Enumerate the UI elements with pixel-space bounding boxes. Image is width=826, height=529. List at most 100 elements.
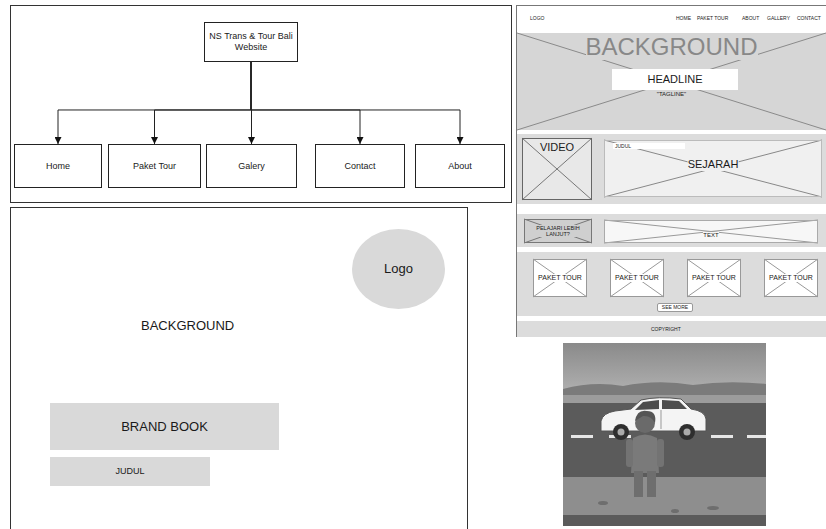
person-hair [635, 411, 655, 423]
page-box: Home [14, 144, 102, 188]
section-band [517, 252, 826, 316]
nav-item: PAKET TOUR [697, 15, 728, 21]
rock [671, 509, 679, 513]
car-window [635, 400, 659, 410]
person-leg [647, 471, 656, 497]
sitemap-connector [155, 62, 252, 144]
cta-fill [524, 219, 592, 243]
node-text: About [448, 161, 472, 172]
nav-item: HOME [676, 15, 691, 21]
video-fill [522, 138, 592, 200]
placeholder-cross [610, 259, 664, 297]
node-text: Home [46, 161, 70, 172]
tour-card: PAKET TOUR [764, 259, 818, 297]
placeholder-cross [764, 259, 818, 297]
car-window [662, 400, 687, 409]
node-text: Paket Tour [133, 161, 176, 172]
text-box: TEXT [604, 220, 818, 243]
node-text: TEXT [703, 232, 718, 239]
sitemap-frame [11, 6, 512, 203]
car-hub [618, 429, 625, 436]
node-text: BACKGROUND [585, 34, 757, 60]
car-illustration [563, 343, 766, 526]
nav-item: GALLERY [767, 15, 790, 21]
text-fill [604, 220, 818, 243]
footer-band [517, 321, 826, 337]
node-text: HEADLINE [647, 73, 702, 86]
sitemap-connector [58, 62, 251, 144]
car-hub [684, 429, 691, 436]
card-fill [764, 259, 818, 297]
page-box: About [415, 144, 505, 188]
placeholder-cross [517, 33, 826, 130]
rock [707, 506, 719, 510]
card-fill [687, 259, 741, 297]
card-fill [533, 259, 587, 297]
logo-circle: Logo [352, 229, 445, 309]
node-text: NS Trans & Tour Bali Website [205, 31, 297, 53]
rock [598, 501, 608, 505]
car-door [661, 410, 662, 429]
bottom-strip [563, 515, 766, 526]
root-page-box: NS Trans & Tour Bali Website [204, 22, 298, 62]
car-wheel [613, 424, 629, 440]
brand-book-box: BRAND BOOK [50, 403, 279, 450]
placeholder-cross [604, 140, 822, 197]
person-body [631, 435, 659, 474]
node-text: VIDEO [540, 141, 574, 154]
website-frame [517, 6, 826, 337]
ground [563, 477, 766, 515]
tour-card: PAKET TOUR [610, 259, 664, 297]
placeholder-cross [522, 138, 592, 200]
see-more-button: SEE MORE [657, 303, 693, 312]
placeholder-cross [522, 138, 592, 200]
node-text: Contact [344, 161, 375, 172]
video-box: VIDEO [522, 138, 592, 200]
placeholder-cross [687, 259, 741, 297]
node-text: BACKGROUND [141, 318, 234, 334]
node-text: Logo [384, 261, 413, 277]
sitemap-connector [251, 62, 460, 144]
page-box: Paket Tour [108, 144, 201, 188]
headline-box: HEADLINE [612, 69, 738, 90]
placeholder-cross [604, 220, 818, 243]
node-text: PELAJARI LEBIH LANJUT? [532, 225, 584, 237]
placeholder-cross [524, 219, 592, 243]
page-box: Contact [315, 144, 405, 188]
nav-item: CONTACT [797, 15, 821, 21]
node-text: PAKET TOUR [538, 274, 582, 282]
brand-book-page: BACKGROUND LogoBRAND BOOK JUDUL [10, 207, 468, 529]
lane-dash [711, 435, 733, 438]
sitemap-connector [251, 62, 360, 144]
footer-copyright: COPYRIGHT [651, 326, 681, 332]
person-arm [657, 439, 664, 467]
hills [563, 382, 766, 397]
placeholder-cross [517, 33, 826, 130]
placeholder-cross [764, 259, 818, 297]
node-text: Galery [238, 161, 265, 172]
node-text: BRAND BOOK [121, 419, 208, 435]
placeholder-cross [610, 259, 664, 297]
car-wheel [679, 424, 695, 440]
person-leg [634, 471, 643, 497]
node-text: JUDUL [613, 143, 685, 149]
history-fill [604, 140, 822, 197]
person-arm [626, 439, 633, 467]
placeholder-cross [604, 220, 818, 243]
placeholder-cross [687, 259, 741, 297]
section-band [517, 214, 826, 247]
section-band [517, 134, 826, 204]
nav-item: ABOUT [742, 15, 759, 21]
hero-fill [517, 33, 826, 130]
tour-card: PAKET TOUR [687, 259, 741, 297]
node-text: PAKET TOUR [615, 274, 659, 282]
logo-label: LOGO [530, 15, 544, 21]
node-text: SEJARAH [688, 158, 739, 171]
node-text: "TAGLINE" [657, 91, 687, 98]
placeholder-cross [604, 140, 822, 197]
hero-section: BACKGROUND "TAGLINE" HEADLINE [517, 33, 826, 130]
node-text: JUDUL [115, 466, 144, 477]
lane-dash [571, 435, 593, 438]
node-text: SEE MORE [662, 305, 688, 310]
history-panel: JUDUL SEJARAH [604, 140, 822, 197]
